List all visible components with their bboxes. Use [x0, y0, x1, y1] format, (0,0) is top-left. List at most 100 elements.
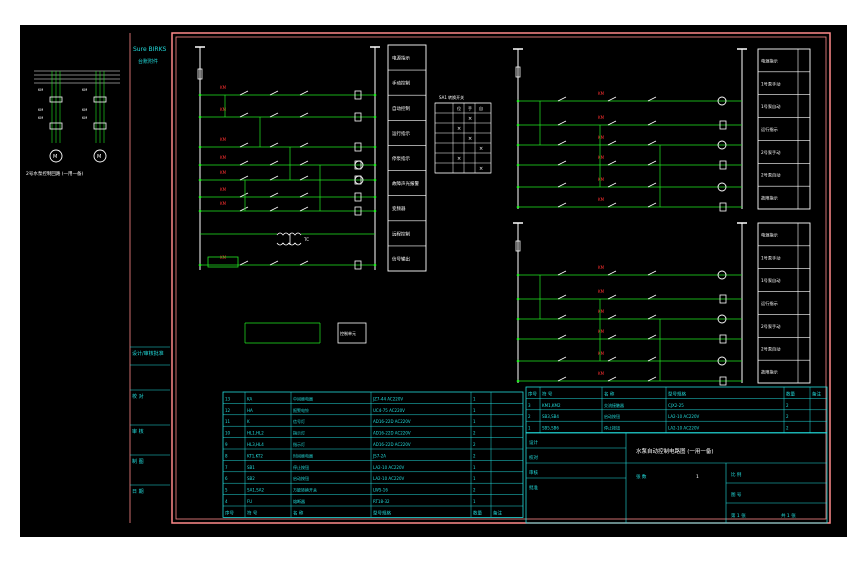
pump-indicator-lamp [717, 140, 727, 150]
side-label: 日 期 [132, 489, 144, 495]
contactor-tag: KM [82, 88, 87, 92]
function-label: 电源指示 [392, 55, 410, 62]
title-block-row-label: 设计 [529, 439, 538, 446]
pump-contact [647, 202, 657, 208]
contactor-tag: KM [38, 116, 43, 120]
breaker [49, 96, 63, 103]
bom-cell: SB2 [247, 476, 255, 481]
junction [198, 263, 202, 267]
pump-function-label: 2号泵手动 [761, 149, 780, 156]
contact-blade [269, 160, 279, 166]
pump-function-label: 运行指示 [761, 300, 778, 307]
bom-header: 备注 [812, 390, 821, 397]
bom-cell: 1 [528, 426, 531, 431]
pump-coil [719, 376, 727, 386]
total-label: 共 1 张 [781, 512, 796, 519]
pump-indicator-lamp [717, 182, 727, 192]
component-tag: KM [598, 351, 605, 356]
bom-header: 数量 [473, 509, 482, 516]
contactor-tag: KM [38, 88, 43, 92]
matrix-header: 手 [468, 105, 472, 111]
title-block-row-label: 批准 [529, 484, 538, 491]
component-tag: KM [220, 137, 227, 142]
breaker [93, 96, 107, 103]
sheet-count-label: 张 数 [636, 473, 647, 480]
contact-blade [239, 260, 249, 266]
junction [198, 93, 202, 97]
motor-symbol [93, 149, 107, 163]
component-tag: KM [598, 115, 605, 120]
bom-cell: 2 [786, 414, 789, 419]
function-label: 手动控制 [392, 80, 410, 87]
contact-blade [299, 160, 309, 166]
component-tag: KM [220, 201, 227, 206]
bom-cell: 12 [225, 408, 231, 413]
junction [516, 99, 520, 103]
matrix-header: 自 [479, 105, 483, 111]
pump-function-label: 电源指示 [761, 231, 778, 238]
contact-blade [269, 142, 279, 148]
contact-blade [299, 192, 309, 198]
function-label: 信号输出 [392, 255, 410, 262]
bom-cell: 5 [225, 488, 228, 493]
bom-cell: HA [247, 408, 253, 413]
pump-contact [607, 270, 617, 276]
component-tag: KM [220, 255, 227, 260]
matrix-mark: × [479, 166, 483, 172]
component-tag: KM [598, 135, 605, 140]
bom-cell: 2 [473, 488, 476, 493]
bom-cell: 指示灯 [293, 441, 305, 447]
bom-cell: 2 [473, 431, 476, 436]
function-label: 远程控制 [392, 230, 410, 237]
pump-contact [607, 294, 617, 300]
pump-function-label: 2号泵手动 [761, 323, 780, 330]
contact-blade [269, 192, 279, 198]
pump-function-label: 电源指示 [761, 57, 778, 64]
contactor-tag: KM [82, 108, 87, 112]
junction [516, 337, 520, 341]
pump-function-label: 2号泵自动 [761, 172, 780, 179]
bom-cell: 3 [528, 403, 531, 408]
pump-indicator-lamp [717, 356, 727, 366]
function-label: 故障声光报警 [392, 180, 419, 187]
contact-blade [299, 175, 309, 181]
contact-blade [299, 142, 309, 148]
bom-cell: JS7-2A [372, 453, 386, 458]
junction [516, 359, 520, 363]
pump-contact [647, 96, 657, 102]
bom-cell: 2 [473, 453, 476, 458]
pump-indicator-lamp [717, 314, 727, 324]
contact-blade [269, 260, 279, 266]
bom-cell: 停止按钮 [293, 464, 309, 470]
bom-cell: 指示灯 [293, 430, 305, 436]
bom-cell: 1 [473, 465, 476, 470]
bom-cell: 1 [473, 408, 476, 413]
bom-cell: SA1,SA2 [247, 488, 265, 493]
pump-contact [647, 314, 657, 320]
pump-contact [557, 202, 567, 208]
bom-header: 名 称 [293, 509, 304, 516]
drawing-no-label: 图 号 [731, 492, 742, 498]
bom-cell: 2 [786, 403, 789, 408]
junction [516, 143, 520, 147]
bom-cell: 停止按钮 [604, 425, 620, 431]
pump-contact [557, 334, 567, 340]
coil [354, 112, 362, 122]
title-block-row-label: 校对 [529, 454, 538, 461]
pump-contact [647, 182, 657, 188]
bom-cell: 熔断器 [293, 498, 305, 504]
motor-letter: M [97, 154, 101, 160]
function-label: 运行指示 [392, 130, 410, 137]
pump-contact [557, 270, 567, 276]
contactor-tag: KM [82, 116, 87, 120]
bom-header: 序号 [528, 390, 537, 397]
bom-cell: 启动按钮 [293, 475, 309, 481]
pump-contact [557, 294, 567, 300]
pump-indicator-lamp [717, 96, 727, 106]
bom-cell: JZ7-44 AC220V [372, 396, 403, 401]
contact-blade [239, 112, 249, 118]
bom-cell: 2 [473, 442, 476, 447]
bom-cell: 交流接触器 [604, 402, 624, 408]
bom-cell: FU [247, 499, 252, 504]
